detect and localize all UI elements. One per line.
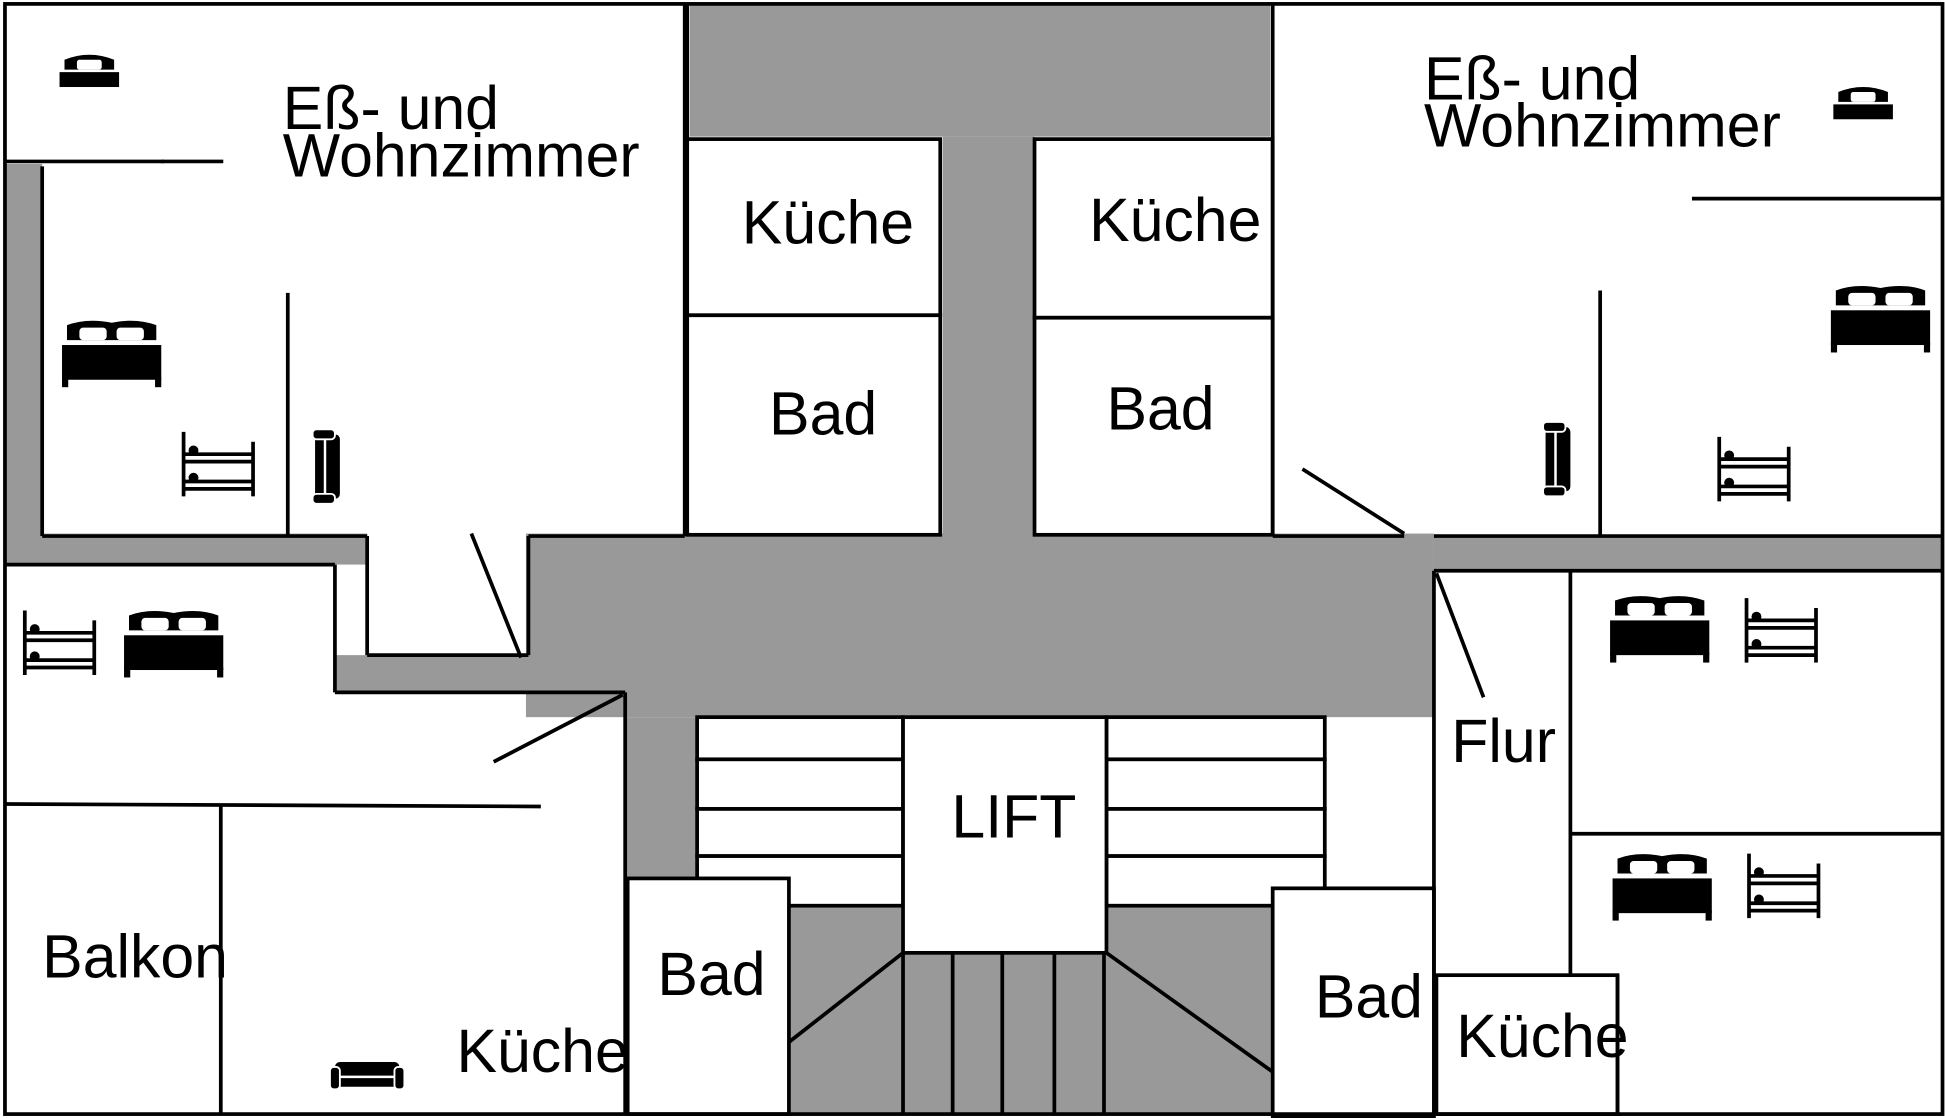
bunk-bed-icon — [1744, 596, 1818, 665]
stairs-lower — [787, 951, 1274, 1115]
rooms-fill — [625, 137, 1436, 1118]
room-label-tr-living-1: Eß- und — [1424, 44, 1640, 112]
room-label-kitchen-bottom-right: Küche — [1456, 1002, 1628, 1070]
double-bed-icon — [1612, 854, 1712, 921]
room-label-tr-living-2: Wohnzimmer — [1424, 92, 1781, 160]
room-label-bath-bottom-right: Bad — [1315, 962, 1423, 1030]
bunk-bed-icon — [1717, 434, 1791, 504]
room-label-lift: LIFT — [951, 782, 1076, 850]
walls — [3, 2, 1945, 1116]
room-label-kitchen-center-right: Küche — [1089, 186, 1261, 254]
sofa-icon — [328, 1060, 406, 1091]
bunk-bed-icon — [22, 608, 97, 677]
room-label-bath-bottom-left: Bad — [657, 940, 765, 1008]
room-label-kitchen-bottom-left: Küche — [456, 1017, 628, 1085]
room-label-hall: Flur — [1451, 707, 1556, 775]
double-bed-icon — [1830, 285, 1931, 353]
room-label-balcony: Balkon — [42, 923, 228, 991]
bunk-bed-icon — [181, 429, 255, 499]
bed-icon — [1833, 87, 1893, 120]
bed-icon — [59, 54, 120, 88]
room-label-tl-living-1: Eß- und — [283, 74, 499, 142]
double-bed-icon — [62, 320, 162, 388]
room-label-tl-living-2: Wohnzimmer — [283, 121, 640, 189]
double-bed-icon — [1610, 596, 1710, 663]
room-label-kitchen-center-left: Küche — [742, 188, 914, 256]
sofa-icon — [1541, 420, 1572, 498]
room-label-bath-center-right: Bad — [1106, 374, 1214, 442]
bunk-bed-icon — [1747, 851, 1821, 920]
double-bed-icon — [124, 610, 224, 678]
sofa-icon — [311, 428, 342, 506]
room-label-bath-center-left: Bad — [769, 379, 877, 447]
